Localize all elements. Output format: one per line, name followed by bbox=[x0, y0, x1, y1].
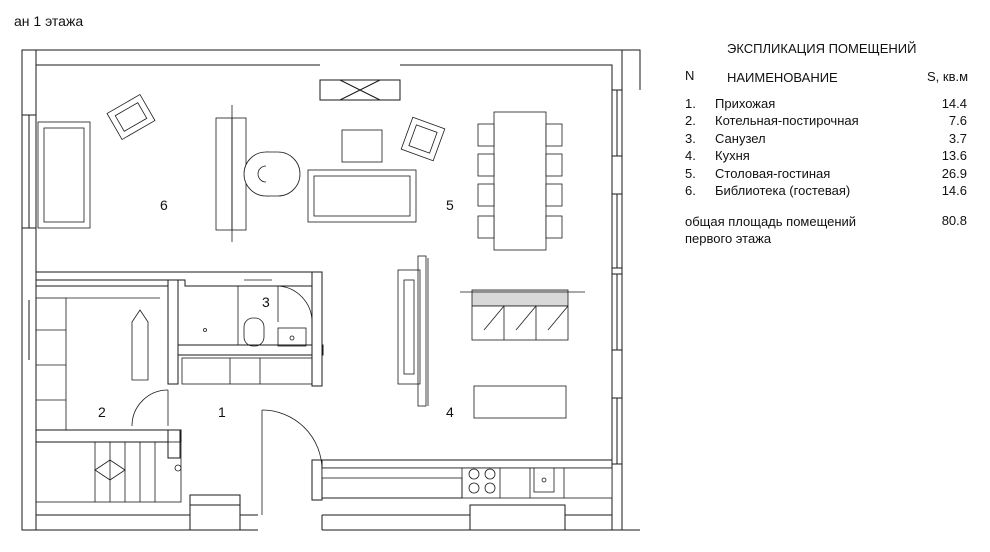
bathroom-door bbox=[277, 285, 313, 323]
row-number: 5. bbox=[685, 165, 696, 181]
dining-table bbox=[493, 111, 547, 251]
toilet bbox=[243, 317, 265, 347]
floor-plan: 6 5 3 2 1 4 bbox=[21, 49, 641, 531]
row-number: 6. bbox=[685, 182, 696, 198]
door-arc-2 bbox=[131, 389, 169, 427]
legend-rows: 1. Прихожая 14.4 2. Котельная-постирочна… bbox=[685, 96, 967, 200]
kitchen-table bbox=[473, 385, 567, 419]
legend-row: 4. Кухня 13.6 bbox=[685, 148, 967, 165]
row-area: 14.6 bbox=[941, 182, 967, 198]
exterior-wall bbox=[22, 49, 641, 90]
row-number: 4. bbox=[685, 148, 696, 164]
legend-title: ЭКСПЛИКАЦИЯ ПОМЕЩЕНИЙ bbox=[727, 41, 917, 56]
row-area: 3.7 bbox=[948, 130, 967, 146]
row-area: 7.6 bbox=[948, 113, 967, 129]
legend-total: общая площадь помещений первого этажа 80… bbox=[685, 213, 967, 247]
row-number: 2. bbox=[685, 113, 696, 129]
row-name: Кухня bbox=[715, 148, 750, 164]
plan-title: ан 1 этажа bbox=[14, 13, 84, 29]
legend-row: 1. Прихожая 14.4 bbox=[685, 96, 967, 113]
room-number-2: 2 bbox=[98, 404, 106, 420]
window-left bbox=[22, 114, 36, 360]
fireplace bbox=[319, 79, 401, 101]
entrance-door bbox=[261, 409, 323, 471]
row-name: Котельная-постирочная bbox=[715, 113, 859, 129]
sink bbox=[277, 327, 307, 347]
row-number: 1. bbox=[685, 96, 696, 111]
legend-col-area: S, кв.м bbox=[927, 69, 969, 84]
row-name: Санузел bbox=[715, 130, 766, 146]
window-right bbox=[611, 89, 623, 465]
row-number: 3. bbox=[685, 130, 696, 146]
staircase bbox=[35, 441, 182, 503]
total-value: 80.8 bbox=[941, 213, 967, 228]
row-name: Столовая-гостиная bbox=[715, 165, 831, 181]
room-number-4: 4 bbox=[446, 404, 454, 420]
legend-row: 5. Столовая-гостиная 26.9 bbox=[685, 166, 967, 183]
room-number-3: 3 bbox=[262, 294, 270, 310]
kitchen-counter bbox=[321, 467, 613, 499]
ironing-board bbox=[131, 309, 149, 381]
row-area: 13.6 bbox=[941, 148, 967, 164]
bookshelf-divider bbox=[215, 117, 233, 231]
total-label: общая площадь помещений первого этажа bbox=[685, 214, 857, 246]
row-area: 26.9 bbox=[941, 165, 967, 181]
legend-row: 6. Библиотека (гостевая) 14.6 bbox=[685, 183, 967, 200]
row-area: 14.4 bbox=[941, 96, 967, 111]
legend-row: 2. Котельная-постирочная 7.6 bbox=[685, 113, 967, 130]
exterior-wall-outline bbox=[21, 50, 190, 531]
legend-col-name: НАИМЕНОВАНИЕ bbox=[727, 70, 838, 85]
row-name: Библиотека (гостевая) bbox=[715, 182, 851, 198]
dining-chairs bbox=[477, 123, 563, 239]
coffee-table bbox=[341, 129, 383, 163]
legend-col-n: N bbox=[685, 68, 695, 83]
row-name: Прихожая bbox=[715, 96, 776, 111]
room-number-5: 5 bbox=[446, 197, 454, 213]
legend-row: 3. Санузел 3.7 bbox=[685, 131, 967, 148]
stove bbox=[468, 468, 496, 494]
room-number-6: 6 bbox=[160, 197, 168, 213]
room-number-1: 1 bbox=[218, 404, 226, 420]
